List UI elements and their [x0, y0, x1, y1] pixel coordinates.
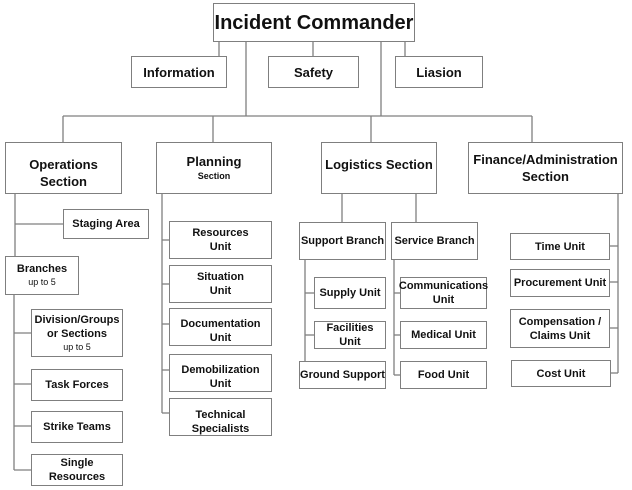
communications-unit-box: Communications Unit: [398, 277, 489, 309]
planning-section-label: Planning: [186, 154, 242, 169]
ground-support-label: Ground Support: [300, 369, 385, 381]
cost-unit-box: Cost Unit: [511, 360, 611, 387]
service-branch-label: Service Branch: [394, 235, 475, 247]
task-forces-box: Task Forces: [31, 369, 123, 401]
medical-unit-box: Medical Unit: [400, 321, 487, 349]
single-resources-label: Single Resources: [48, 457, 106, 483]
resources-unit-label: Resources: [192, 227, 249, 239]
safety-officer-box: Safety: [268, 56, 359, 88]
single-resources-box: Single Resources: [31, 454, 123, 486]
finance-section-label: Finance/Administration: [473, 152, 618, 167]
compensation-claims-unit-label-line2: Claims Unit: [529, 329, 591, 342]
resources-unit-label-line2: Unit: [209, 241, 232, 253]
information-label: Information: [143, 64, 215, 80]
technical-specialists-box: Technical Specialists: [169, 398, 272, 436]
food-unit-label: Food Unit: [417, 369, 470, 381]
procurement-unit-label: Procurement Unit: [513, 277, 607, 289]
compensation-claims-unit-label: Compensation /: [518, 315, 602, 328]
food-unit-box: Food Unit: [400, 361, 487, 389]
medical-unit-label: Medical Unit: [411, 329, 476, 341]
operations-section-label: Operations Section: [29, 157, 98, 189]
support-branch-box: Support Branch: [299, 222, 386, 260]
operations-section-box: Operations Section: [5, 142, 122, 194]
strike-teams-box: Strike Teams: [31, 411, 123, 443]
demobilization-unit-box: Demobilization Unit: [169, 354, 272, 392]
documentation-unit-label: Documentation Unit: [180, 318, 261, 344]
safety-label: Safety: [293, 64, 334, 80]
strike-teams-label: Strike Teams: [43, 421, 111, 433]
communications-unit-label: Communications: [398, 280, 489, 292]
divisions-label: Division/Groups: [34, 313, 120, 326]
staging-area-box: Staging Area: [63, 209, 149, 239]
information-officer-box: Information: [131, 56, 227, 88]
cost-unit-label: Cost Unit: [536, 367, 586, 380]
incident-commander-label: Incident Commander: [214, 11, 414, 34]
finance-section-box: Finance/Administration Section: [468, 142, 623, 194]
branches-sublabel: up to 5: [28, 277, 56, 287]
finance-section-label-line2: Section: [522, 169, 569, 184]
staging-area-label: Staging Area: [72, 218, 140, 230]
divisions-sublabel: up to 5: [63, 341, 91, 352]
task-forces-label: Task Forces: [45, 379, 109, 391]
resources-unit-box: Resources Unit: [169, 221, 272, 259]
planning-section-sublabel: Section: [197, 171, 231, 181]
liaison-officer-box: Liasion: [395, 56, 483, 88]
facilities-unit-label: Facilities Unit: [326, 322, 374, 348]
procurement-unit-box: Procurement Unit: [510, 269, 610, 297]
documentation-unit-box: Documentation Unit: [169, 308, 272, 346]
situation-unit-label: Situation: [196, 271, 245, 283]
technical-specialists-label: Technical Specialists: [191, 409, 250, 435]
divisions-label-line2: or Sections: [47, 327, 107, 340]
ground-support-box: Ground Support: [299, 361, 386, 389]
support-branch-label: Support Branch: [300, 235, 385, 247]
supply-unit-box: Supply Unit: [314, 277, 386, 309]
branches-label: Branches: [16, 263, 68, 275]
logistics-section-label: Logistics Section: [325, 157, 433, 172]
incident-commander-box: Incident Commander: [213, 3, 415, 42]
demobilization-unit-label: Demobilization Unit: [181, 364, 260, 390]
logistics-section-box: Logistics Section: [321, 142, 437, 194]
compensation-claims-unit-box: Compensation / Claims Unit: [510, 309, 610, 348]
divisions-groups-box: Division/Groups or Sections up to 5: [31, 309, 123, 357]
time-unit-label: Time Unit: [535, 240, 585, 253]
liaison-label: Liasion: [416, 64, 462, 80]
situation-unit-label-line2: Unit: [209, 285, 232, 297]
facilities-unit-box: Facilities Unit: [314, 321, 386, 349]
supply-unit-label: Supply Unit: [319, 287, 381, 299]
situation-unit-box: Situation Unit: [169, 265, 272, 303]
branches-box: Branches up to 5: [5, 256, 79, 295]
time-unit-box: Time Unit: [510, 233, 610, 260]
service-branch-box: Service Branch: [391, 222, 478, 260]
planning-section-box: Planning Section: [156, 142, 272, 194]
communications-unit-label-line2: Unit: [432, 294, 455, 306]
